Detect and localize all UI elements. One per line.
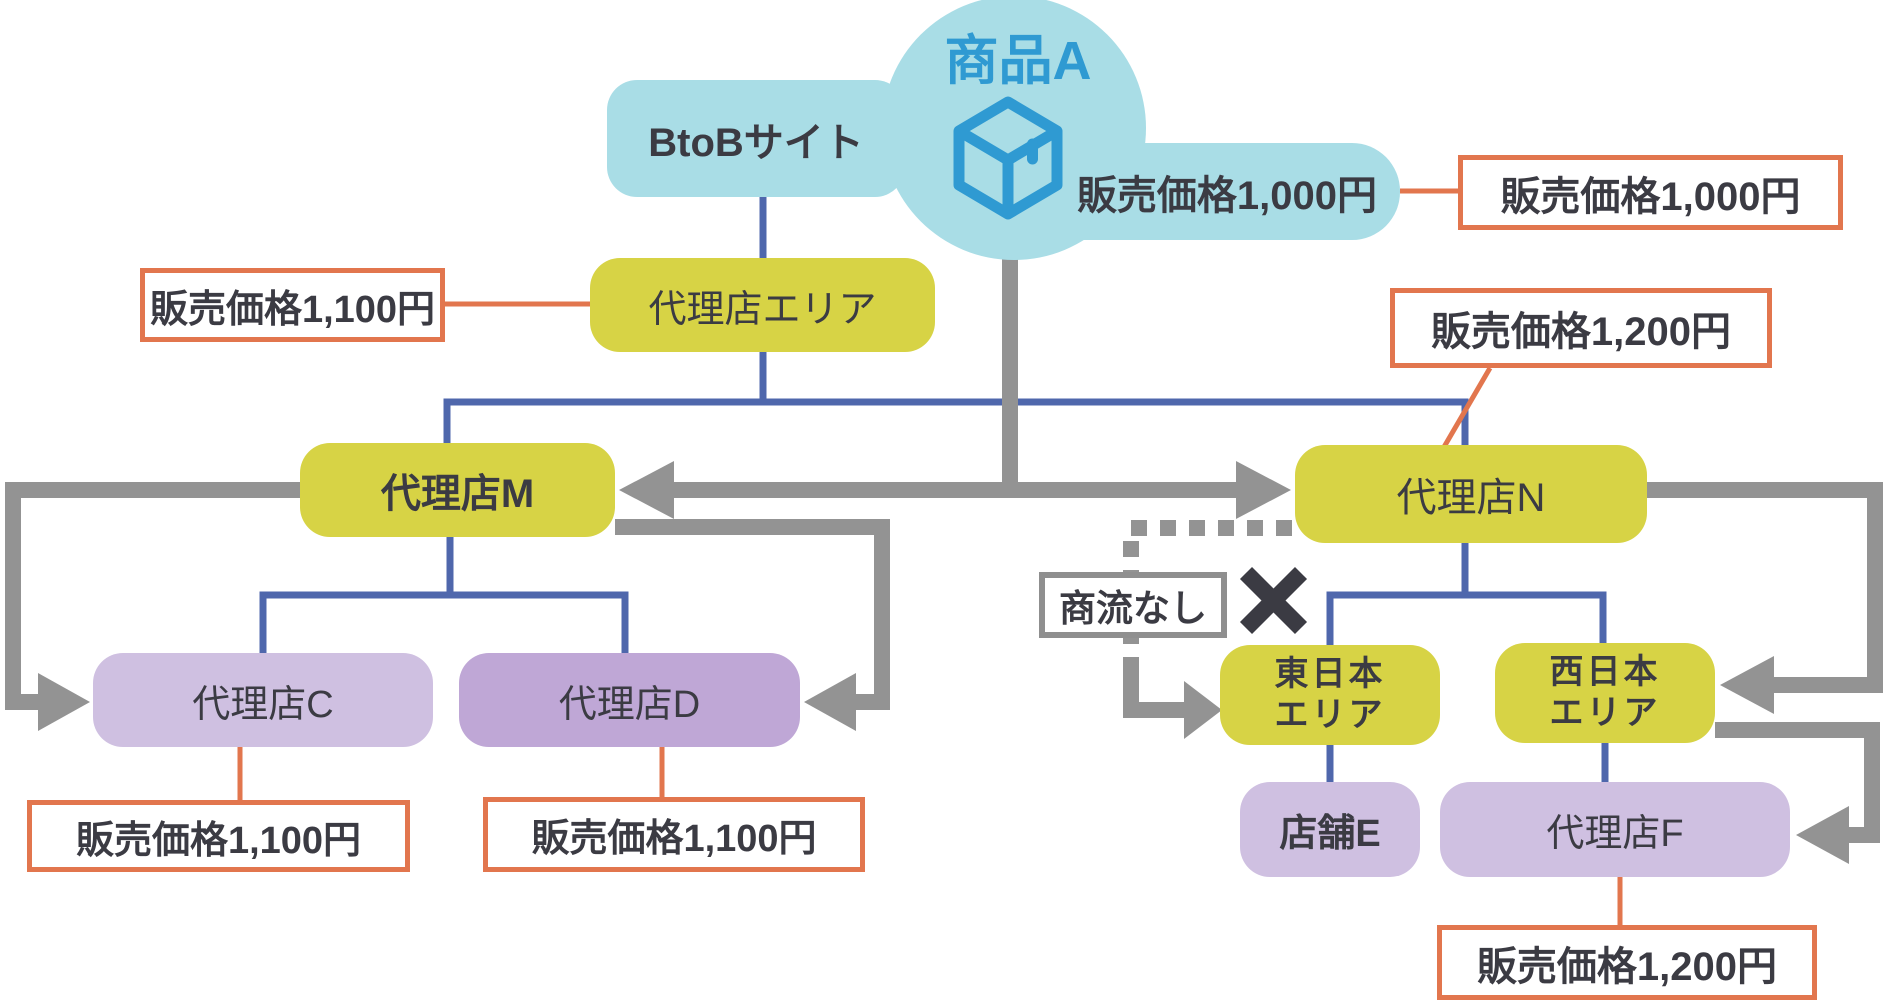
agency-c-label: 代理店C <box>192 683 334 726</box>
node-agency-d: 代理店D <box>459 653 800 747</box>
west-area-line1: 西日本 <box>1549 653 1661 692</box>
agency-n-label: 代理店N <box>1396 476 1546 520</box>
source-price-label: 販売価格1,000円 <box>1076 173 1378 218</box>
price-under-f-label: 販売価格1,200円 <box>1476 944 1778 989</box>
package-cube-icon <box>943 92 1073 229</box>
node-west-area: 西日本 エリア <box>1495 643 1715 743</box>
price-box-under-c: 販売価格1,100円 <box>27 800 410 872</box>
agency-f-label: 代理店F <box>1546 813 1684 855</box>
node-store-e: 店舗E <box>1240 782 1420 877</box>
source-price-pill: 販売価格1,000円 <box>1008 143 1400 240</box>
price-top-right-label: 販売価格1,000円 <box>1500 174 1801 219</box>
price-under-d-label: 販売価格1,100円 <box>531 818 817 860</box>
product-title: 商品A <box>890 26 1146 91</box>
x-mark-icon <box>1239 566 1308 635</box>
store-e-label: 店舗E <box>1279 813 1381 855</box>
west-area-line2: エリア <box>1549 694 1661 732</box>
node-agency-f: 代理店F <box>1440 782 1790 877</box>
east-area-line1: 東日本 <box>1274 655 1386 694</box>
agency-m-label: 代理店M <box>380 472 535 516</box>
node-btob-site: BtoBサイト <box>607 80 905 197</box>
node-agency-m: 代理店M <box>300 443 615 537</box>
agency-area-label: 代理店エリア <box>648 288 877 331</box>
east-area-line2: エリア <box>1274 696 1386 734</box>
price-box-right-upper: 販売価格1,200円 <box>1390 288 1772 368</box>
node-east-area: 東日本 エリア <box>1220 645 1440 745</box>
price-box-mid-left: 販売価格1,100円 <box>140 268 445 342</box>
no-flow-label-box: 商流なし <box>1039 572 1227 638</box>
node-agency-c: 代理店C <box>93 653 433 747</box>
node-agency-area: 代理店エリア <box>590 258 935 352</box>
node-agency-n: 代理店N <box>1295 445 1647 543</box>
agency-d-label: 代理店D <box>558 683 701 726</box>
no-flow-label: 商流なし <box>1059 588 1207 629</box>
price-box-under-f: 販売価格1,200円 <box>1437 925 1817 1000</box>
price-right-upper-label: 販売価格1,200円 <box>1430 310 1732 354</box>
price-under-c-label: 販売価格1,100円 <box>75 819 362 862</box>
price-box-top-right: 販売価格1,000円 <box>1458 155 1843 230</box>
product-label: 商品A <box>944 30 1092 91</box>
price-mid-left-label: 販売価格1,100円 <box>149 288 436 331</box>
price-box-under-d: 販売価格1,100円 <box>483 797 865 872</box>
btob-site-label: BtoBサイト <box>648 120 864 165</box>
